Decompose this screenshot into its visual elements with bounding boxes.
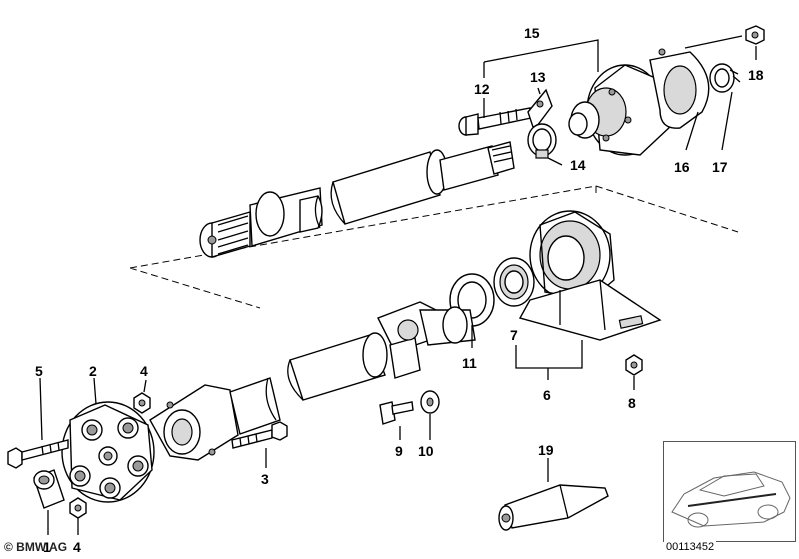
nut-4b [69,497,87,519]
callout-13: 13 [530,69,546,85]
callout-4b: 4 [73,539,81,555]
circlip-17 [709,63,741,93]
sleeve-1 [33,469,65,509]
lower-propshaft [149,301,476,461]
plate-13 [527,88,553,132]
vehicle-thumbnail [663,441,796,542]
callout-6: 6 [543,387,551,403]
callout-1: 1 [43,539,51,555]
callout-15: 15 [524,25,540,41]
clamp-14 [527,123,557,159]
disc-16 [649,48,710,129]
bolt-5 [7,439,69,469]
center-support [449,210,662,376]
callout-3: 3 [261,471,269,487]
section-outline [129,185,739,309]
upper-propshaft [199,141,515,258]
callout-19: 19 [538,442,554,458]
callout-8: 8 [628,395,636,411]
callout-2: 2 [89,363,97,379]
callout-17: 17 [712,159,728,175]
callout-12: 12 [474,81,490,97]
diagram-id: 00113452 [664,541,717,553]
bolt-3 [231,421,288,449]
bolt-9 [379,401,414,425]
washer-10 [420,390,440,414]
callout-18: 18 [748,67,764,83]
grease-tube-19 [498,484,609,531]
leader-lines [39,35,757,535]
callout-10: 10 [418,443,434,459]
car-outline-icon [671,471,791,528]
washer-4a [133,392,151,414]
callout-16: 16 [674,159,690,175]
nut-18 [745,25,765,45]
callout-4a: 4 [140,363,148,379]
bearing-7 [493,257,535,307]
callout-14: 14 [570,157,586,173]
callout-5: 5 [35,363,43,379]
nut-8 [625,354,643,376]
callout-9: 9 [395,443,403,459]
bolt-12 [458,107,532,136]
callout-7: 7 [510,327,518,343]
upper-right-group [458,25,765,159]
copyright-text: © BMW AG [4,540,68,554]
center-joint-15 [568,64,673,156]
callout-11: 11 [462,355,477,371]
flex-disc-2 [61,401,155,503]
